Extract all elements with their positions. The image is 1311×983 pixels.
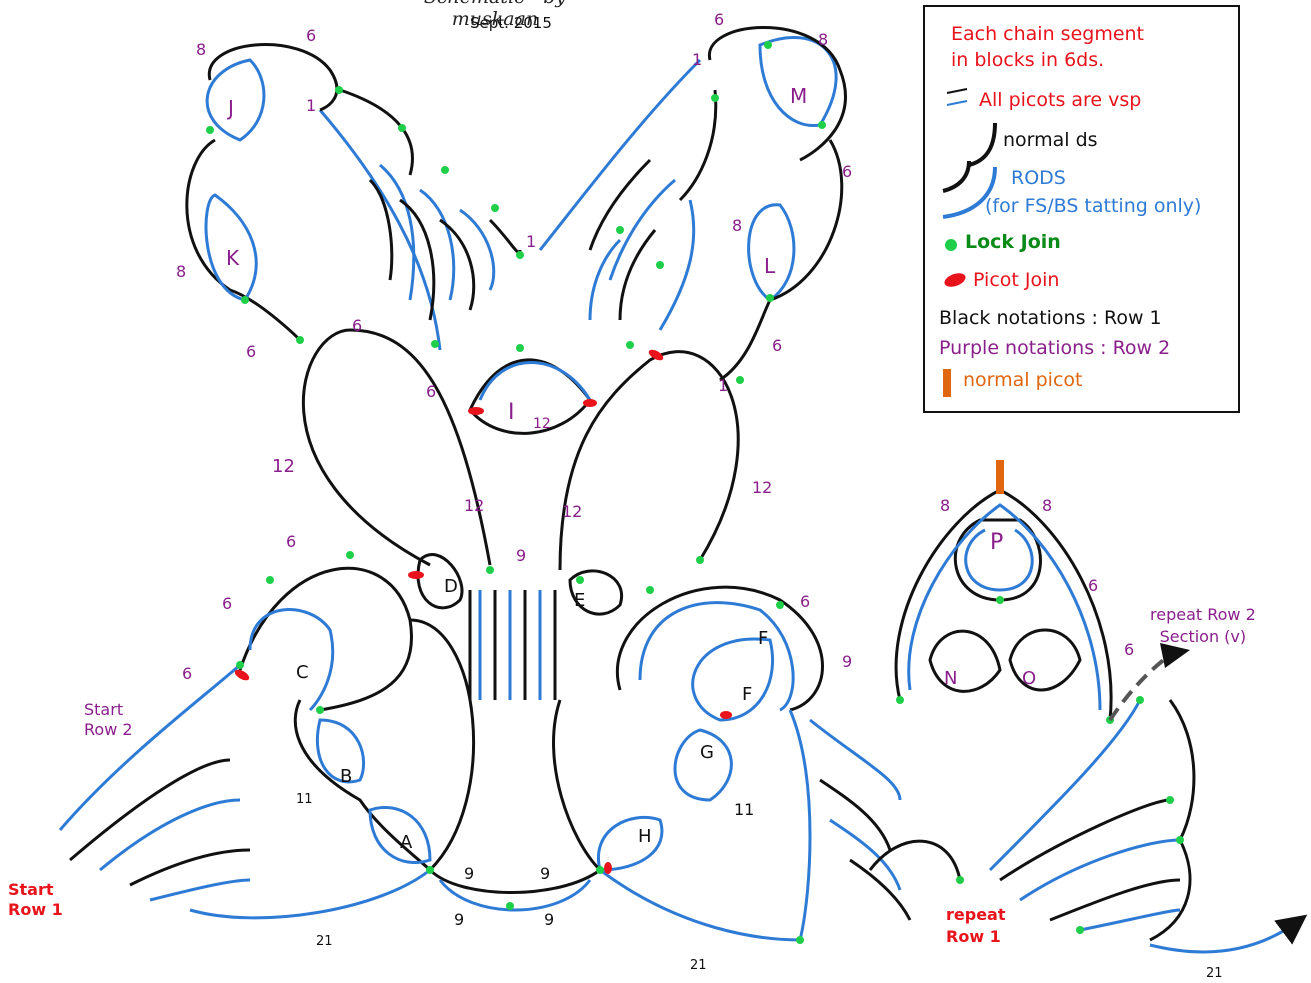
count-label: 8 — [732, 216, 742, 235]
picot-line-icon — [943, 85, 973, 115]
count-label: 8 — [818, 30, 828, 49]
count-label: 12 — [533, 416, 551, 432]
right-scallops — [810, 700, 1300, 952]
count-label: 21 — [690, 958, 707, 973]
right-center-rings — [554, 587, 823, 940]
count-label: 8 — [176, 262, 186, 281]
legend-box: Each chain segment in blocks in 6ds. All… — [923, 5, 1240, 413]
legend-picot-join: Picot Join — [973, 269, 1059, 291]
legend-chain-line1: Each chain segment — [951, 23, 1144, 45]
start-row2-line1: Start — [84, 700, 133, 720]
ring-letter-d: D — [444, 576, 458, 597]
start-row1-label: Start Row 1 — [8, 880, 63, 920]
ring-letter-k: K — [226, 246, 239, 270]
count-label: 6 — [222, 594, 232, 613]
count-label: 6 — [182, 664, 192, 683]
normal-picot-icon — [943, 369, 951, 397]
repeat-row2-line2: Section (v) — [1150, 626, 1256, 648]
picot-join-icon — [941, 271, 969, 289]
repeat-row1-line2: Row 1 — [946, 926, 1006, 948]
count-label: 8 — [940, 496, 950, 515]
count-label: 6 — [426, 382, 436, 401]
count-label: 21 — [316, 934, 333, 949]
count-label: 1 — [306, 96, 316, 115]
ring-letter-l: L — [764, 254, 775, 278]
legend-normal-ds: normal ds — [1003, 129, 1098, 151]
ring-letter-b: B — [340, 766, 352, 787]
central-loops — [303, 330, 738, 570]
count-label: 8 — [196, 40, 206, 59]
legend-normal-picot: normal picot — [963, 369, 1082, 391]
ring-letter-p: P — [990, 530, 1003, 555]
count-label: 1 — [718, 376, 728, 395]
start-row2-line2: Row 2 — [84, 720, 133, 740]
count-label: 9 — [842, 652, 852, 671]
repeat-row2-line1: repeat Row 2 — [1150, 604, 1256, 626]
ring-letter-h: H — [638, 826, 652, 847]
count-label: 6 — [772, 336, 782, 355]
legend-rods-note: (for FS/BS tatting only) — [985, 195, 1201, 217]
count-label: 6 — [714, 10, 724, 29]
count-label: 6 — [842, 162, 852, 181]
count-label: 6 — [246, 342, 256, 361]
count-label: 9 — [454, 910, 464, 929]
legend-purple-notations: Purple notations : Row 2 — [939, 337, 1170, 359]
count-label: 12 — [272, 456, 295, 477]
count-label: 6 — [800, 592, 810, 611]
legend-lock-join: Lock Join — [965, 231, 1061, 253]
start-row2-label: Start Row 2 — [84, 700, 133, 740]
count-label: 6 — [352, 316, 362, 335]
start-row1-line1: Start — [8, 880, 63, 900]
ring-letter-o: O — [1022, 668, 1036, 689]
side-rings — [187, 28, 846, 381]
count-label: 6 — [1124, 640, 1134, 659]
legend-chain-line2: in blocks in 6ds. — [951, 49, 1104, 71]
ring-letter-c: C — [296, 662, 309, 683]
count-label: 12 — [464, 496, 484, 515]
ring-letter-a: A — [400, 832, 412, 853]
ring-letter-n: N — [944, 668, 957, 689]
ring-letter-f2: F — [742, 684, 752, 705]
ring-letter-f1: F — [758, 628, 768, 649]
legend-black-notations: Black notations : Row 1 — [939, 307, 1162, 329]
normal-picot-mark — [996, 460, 1004, 494]
ring-letter-i: I — [508, 400, 515, 425]
count-label: 1 — [692, 50, 702, 69]
start-row1-line2: Row 1 — [8, 900, 63, 920]
legend-rods: RODS — [1011, 167, 1066, 189]
count-label: 1 — [526, 232, 536, 251]
legend-picots: All picots are vsp — [979, 89, 1141, 111]
count-label: 6 — [306, 26, 316, 45]
right-flower — [896, 490, 1111, 720]
ring-letter-m: M — [790, 84, 807, 108]
count-label: 6 — [286, 532, 296, 551]
count-label: 11 — [296, 792, 313, 807]
count-label: 9 — [464, 864, 474, 883]
count-label: 9 — [540, 864, 550, 883]
repeat-row2-label: repeat Row 2 Section (v) — [1150, 604, 1256, 648]
repeat-row1-label: repeat Row 1 — [946, 904, 1006, 948]
count-label: 12 — [562, 502, 582, 521]
count-label: 9 — [544, 910, 554, 929]
count-label: 11 — [734, 800, 754, 819]
lock-join-icon — [943, 237, 959, 253]
repeat-row1-line1: repeat — [946, 904, 1006, 926]
count-label: 12 — [752, 478, 772, 497]
ring-letter-g: G — [700, 742, 714, 763]
top-v-arcs — [320, 60, 716, 350]
ring-letter-j: J — [228, 96, 234, 120]
center-rings-de — [418, 555, 622, 910]
count-label: 8 — [1042, 496, 1052, 515]
ring-letter-e: E — [574, 590, 585, 611]
count-label: 6 — [1088, 576, 1098, 595]
count-label: 21 — [1206, 966, 1223, 981]
count-label: 9 — [516, 546, 526, 565]
lower-left-structure — [60, 568, 474, 918]
